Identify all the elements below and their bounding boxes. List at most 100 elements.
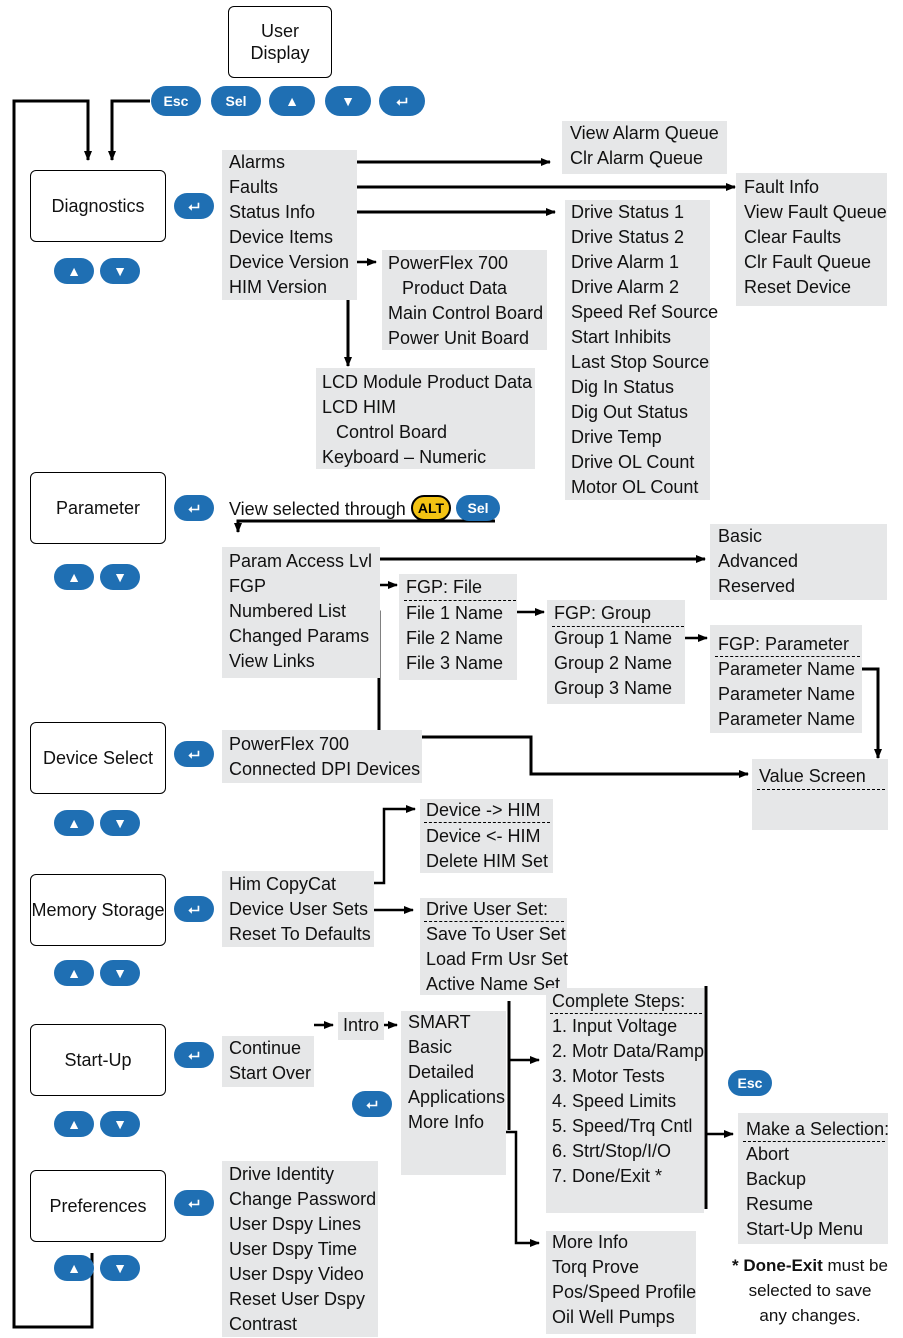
fgp-group-item[interactable]: Group 3 Name <box>554 678 673 698</box>
preferences-item[interactable]: Change Password <box>229 1189 377 1209</box>
selection-item[interactable]: Resume <box>746 1194 814 1214</box>
memory-item[interactable]: Him CopyCat <box>229 874 337 894</box>
param-item[interactable]: View Links <box>229 651 315 671</box>
fgp-file-item[interactable]: File 3 Name <box>406 653 504 673</box>
memory-storage-down-key[interactable]: ▼ <box>100 960 140 986</box>
him-version-item[interactable]: Control Board <box>336 422 448 442</box>
him-version-item[interactable]: LCD Module Product Data <box>322 372 533 392</box>
device-select-item[interactable]: PowerFlex 700 <box>229 734 350 754</box>
startup-mode-item[interactable]: Detailed <box>408 1062 475 1082</box>
preferences-menu[interactable]: Preferences <box>30 1170 166 1242</box>
device-select-enter-key[interactable]: ⮠ <box>174 741 214 767</box>
diagnostics-enter-key[interactable]: ⮠ <box>174 193 214 219</box>
parameter-down-key[interactable]: ▼ <box>100 564 140 590</box>
memory-item[interactable]: Device User Sets <box>229 899 369 919</box>
fgp-parameter-item[interactable]: Parameter Name <box>718 709 856 729</box>
complete-step-item[interactable]: 6. Strt/Stop/I/O <box>552 1141 672 1161</box>
diag-item-device-items[interactable]: Device Items <box>229 227 334 247</box>
intro-enter-key[interactable]: ⮠ <box>352 1091 392 1117</box>
preferences-item[interactable]: User Dspy Video <box>229 1264 364 1284</box>
diag-item-device-version[interactable]: Device Version <box>229 252 350 272</box>
down-key[interactable]: ▼ <box>325 86 371 116</box>
status-info-item[interactable]: Speed Ref Source <box>571 302 719 322</box>
copycat-item[interactable]: Delete HIM Set <box>426 851 549 871</box>
status-info-item[interactable]: Last Stop Source <box>571 352 710 372</box>
device-version-item[interactable]: Main Control Board <box>388 303 544 323</box>
status-info-item[interactable]: Drive OL Count <box>571 452 695 472</box>
fgp-parameter-item[interactable]: Parameter Name <box>718 684 856 704</box>
preferences-up-key[interactable]: ▲ <box>54 1255 94 1281</box>
startup-mode-item[interactable]: SMART <box>408 1012 471 1032</box>
esc-key[interactable]: Esc <box>151 86 201 116</box>
status-info-item[interactable]: Dig Out Status <box>571 402 689 422</box>
parameter-menu[interactable]: Parameter <box>30 472 166 544</box>
startup-enter-key[interactable]: ⮠ <box>174 1042 214 1068</box>
status-info-item[interactable]: Start Inhibits <box>571 327 672 347</box>
complete-step-item[interactable]: 2. Motr Data/Ramp <box>552 1041 705 1061</box>
status-info-item[interactable]: Drive Status 2 <box>571 227 685 247</box>
memory-storage-menu[interactable]: Memory Storage <box>30 874 166 946</box>
fgp-group-item[interactable]: Group 2 Name <box>554 653 673 673</box>
startup-item[interactable]: Start Over <box>229 1063 312 1083</box>
parameter-enter-key[interactable]: ⮠ <box>174 495 214 521</box>
enter-key[interactable]: ⮠ <box>379 86 425 116</box>
status-info-item[interactable]: Drive Alarm 1 <box>571 252 680 272</box>
fgp-file-item[interactable]: File 2 Name <box>406 628 504 648</box>
sel-key[interactable]: Sel <box>211 86 261 116</box>
preferences-item[interactable]: Drive Identity <box>229 1164 335 1184</box>
diag-item-alarms[interactable]: Alarms <box>229 152 286 172</box>
preferences-item[interactable]: User Dspy Time <box>229 1239 358 1259</box>
user-sets-item[interactable]: Load Frm Usr Set <box>426 949 569 969</box>
device-version-item[interactable]: Power Unit Board <box>388 328 530 348</box>
fault-info-item[interactable]: View Fault Queue <box>744 202 887 222</box>
startup-mode-item[interactable]: More Info <box>408 1112 485 1132</box>
complete-step-item[interactable]: 3. Motor Tests <box>552 1066 665 1086</box>
param-item[interactable]: Changed Params <box>229 626 370 646</box>
preferences-item[interactable]: Reset User Dspy <box>229 1289 366 1309</box>
selection-item[interactable]: Backup <box>746 1169 807 1189</box>
memory-storage-up-key[interactable]: ▲ <box>54 960 94 986</box>
fgp-group-item[interactable]: Group 1 Name <box>554 628 673 648</box>
device-select-item[interactable]: Connected DPI Devices <box>229 759 421 779</box>
param-item[interactable]: Param Access Lvl <box>229 551 373 571</box>
complete-step-item[interactable]: 1. Input Voltage <box>552 1016 678 1036</box>
parameter-up-key[interactable]: ▲ <box>54 564 94 590</box>
access-level-item[interactable]: Basic <box>718 526 763 546</box>
startup-item[interactable]: Continue <box>229 1038 302 1058</box>
param-item[interactable]: FGP <box>229 576 267 596</box>
preferences-down-key[interactable]: ▼ <box>100 1255 140 1281</box>
diag-item-status-info[interactable]: Status Info <box>229 202 316 222</box>
application-item[interactable]: More Info <box>552 1232 629 1252</box>
complete-step-item[interactable]: 5. Speed/Trq Cntl <box>552 1116 693 1136</box>
memory-storage-enter-key[interactable]: ⮠ <box>174 896 214 922</box>
intro-label[interactable]: Intro <box>343 1015 380 1035</box>
fgp-file-item[interactable]: File 1 Name <box>406 603 504 623</box>
preferences-item[interactable]: Contrast <box>229 1314 298 1334</box>
user-sets-item[interactable]: Save To User Set <box>426 924 566 944</box>
access-level-item[interactable]: Advanced <box>718 551 799 571</box>
startup-mode-item[interactable]: Applications <box>408 1087 506 1107</box>
memory-item[interactable]: Reset To Defaults <box>229 924 371 944</box>
parameter-sel-key[interactable]: Sel <box>456 495 500 521</box>
preferences-item[interactable]: User Dspy Lines <box>229 1214 362 1234</box>
status-info-item[interactable]: Dig In Status <box>571 377 675 397</box>
alarm-queue-item[interactable]: Clr Alarm Queue <box>570 148 704 168</box>
selection-item[interactable]: Abort <box>746 1144 790 1164</box>
param-item[interactable]: Numbered List <box>229 601 347 621</box>
startup-up-key[interactable]: ▲ <box>54 1111 94 1137</box>
diag-item-faults[interactable]: Faults <box>229 177 279 197</box>
application-item[interactable]: Pos/Speed Profile <box>552 1282 697 1302</box>
status-info-item[interactable]: Drive Alarm 2 <box>571 277 680 297</box>
application-item[interactable]: Torq Prove <box>552 1257 640 1277</box>
diagnostics-up-key[interactable]: ▲ <box>54 258 94 284</box>
diag-item-him-version[interactable]: HIM Version <box>229 277 328 297</box>
user-sets-item[interactable]: Active Name Set <box>426 974 561 994</box>
fault-info-item[interactable]: Clear Faults <box>744 227 842 247</box>
application-item[interactable]: Oil Well Pumps <box>552 1307 675 1327</box>
diagnostics-menu[interactable]: Diagnostics <box>30 170 166 242</box>
complete-step-item[interactable]: 7. Done/Exit * <box>552 1166 663 1186</box>
alt-key[interactable]: ALT <box>411 495 451 521</box>
startup-esc-key[interactable]: Esc <box>728 1070 772 1096</box>
device-version-item[interactable]: PowerFlex 700 <box>388 253 509 273</box>
startup-menu[interactable]: Start-Up <box>30 1024 166 1096</box>
